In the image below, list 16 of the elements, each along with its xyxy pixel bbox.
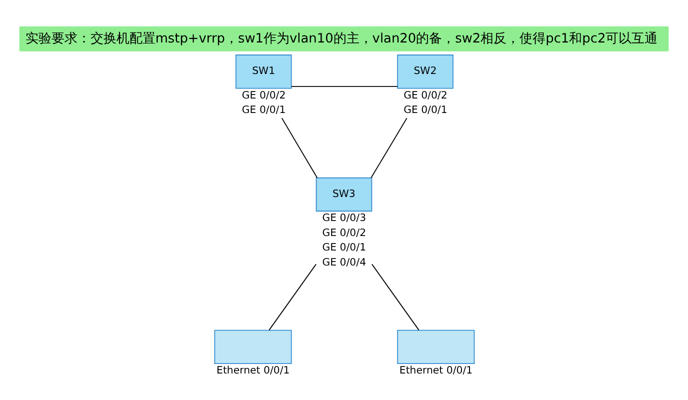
connector: [281, 117, 318, 178]
node-label: Ethernet 0/0/1: [216, 365, 290, 376]
node-label: GE 0/0/4: [322, 256, 366, 268]
node-label: GE 0/0/2: [404, 90, 448, 101]
node-label: GE 0/0/1: [322, 242, 366, 254]
node-label: GE 0/0/1: [242, 104, 286, 116]
node-label: GE 0/0/2: [242, 90, 286, 101]
node-label: Ethernet 0/0/1: [399, 365, 473, 376]
node-label: GE 0/0/3: [322, 212, 366, 224]
diagram-title: 实验要求：交换机配置mstp+vrrp，sw1作为vlan10的主，vlan20的备，sw2相反，使得pc1和pc2可以互通: [25, 31, 658, 46]
connector: [290, 85, 398, 86]
node-label: GE 0/0/2: [322, 227, 366, 238]
connector: [370, 117, 408, 178]
node-label: GE 0/0/1: [404, 104, 448, 116]
connector: [371, 263, 420, 330]
connector: [268, 263, 317, 330]
